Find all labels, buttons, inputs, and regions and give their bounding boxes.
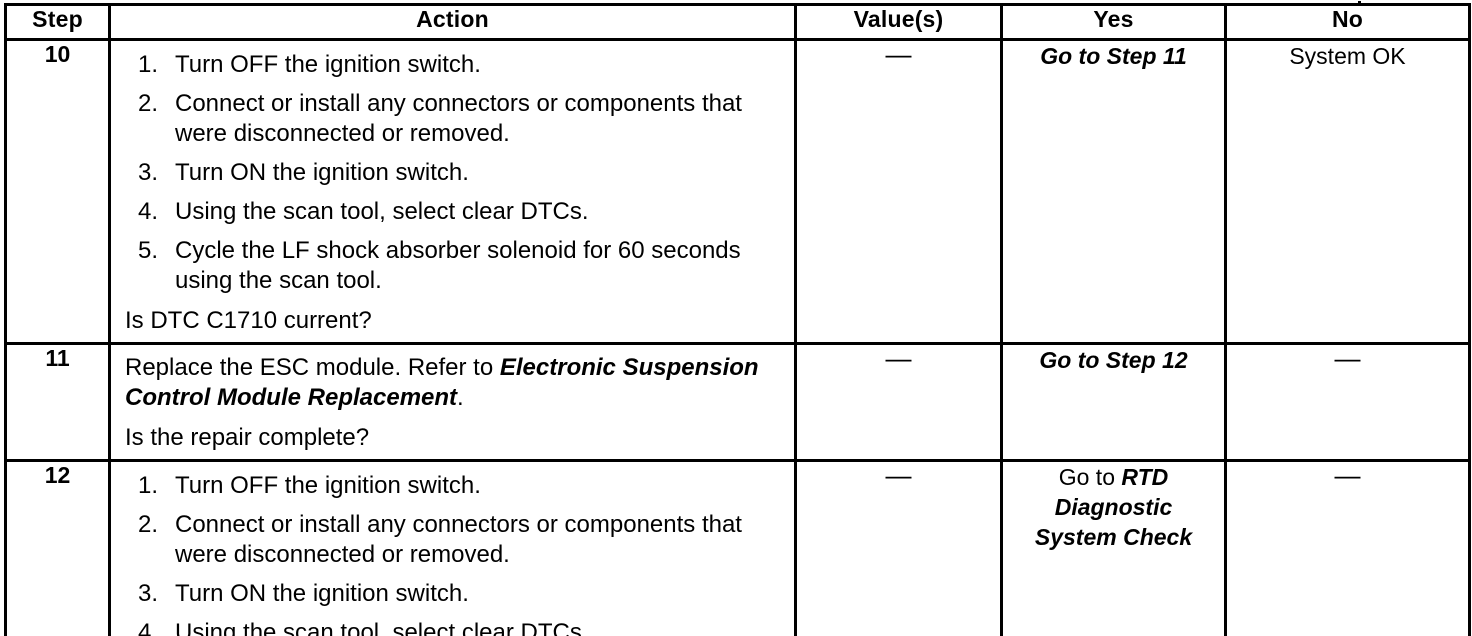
list-item-text: Cycle the LF shock absorber solenoid for…	[175, 237, 741, 294]
action-question: Is the repair complete?	[125, 424, 370, 451]
list-item: 3. Turn ON the ignition switch.	[125, 579, 784, 609]
list-item: 5. Cycle the LF shock absorber solenoid …	[125, 236, 784, 296]
yes-reference-part-1: RTD	[1121, 464, 1169, 490]
list-item-text: Turn OFF the ignition switch.	[175, 472, 481, 499]
action-step-list: 1. Turn OFF the ignition switch. 2. Conn…	[125, 471, 784, 636]
yes-reference-part-2: Diagnostic	[1054, 494, 1173, 520]
yes-line-1: Go to RTD	[1003, 462, 1224, 492]
yes-goto-reference: Go to RTD Diagnostic System Check	[1003, 462, 1224, 552]
value-cell: —	[794, 342, 1003, 462]
no-cell: —	[1224, 459, 1471, 636]
list-item-text: Turn ON the ignition switch.	[175, 159, 469, 186]
no-dash: —	[1334, 343, 1361, 373]
action-cell: Replace the ESC module. Refer to Electro…	[108, 342, 797, 462]
action-question: Is DTC C1710 current?	[125, 307, 372, 334]
list-item: 3. Turn ON the ignition switch.	[125, 158, 784, 188]
value-dash: —	[885, 343, 912, 373]
step-number-cell: 11	[4, 342, 111, 462]
list-item-text: Connect or install any connectors or com…	[175, 90, 742, 147]
header-row: Step Action Value(s) Yes No	[4, 1, 1471, 41]
yes-goto-reference: Go to Step 11	[1040, 43, 1187, 69]
scan-speck-artifact	[1358, 1, 1362, 4]
no-result-text: System OK	[1289, 43, 1406, 69]
yes-cell: Go to Step 12	[1000, 342, 1227, 462]
list-item: 2. Connect or install any connectors or …	[125, 89, 784, 149]
action-paragraph-plain-lead: Replace the ESC module. Refer to	[125, 354, 500, 381]
no-dash: —	[1334, 460, 1361, 490]
action-step-list: 1. Turn OFF the ignition switch. 2. Conn…	[125, 50, 784, 296]
header-no-label: No	[1331, 6, 1364, 32]
header-value: Value(s)	[794, 3, 1003, 41]
header-no: No	[1224, 1, 1471, 41]
diagnostic-procedure-table: Step Action Value(s) Yes No 10	[4, 1, 1471, 636]
list-item-number: 2.	[138, 511, 159, 538]
table-row: 12 1. Turn OFF the ignition switch. 2. C…	[4, 459, 1471, 636]
action-paragraph-plain-tail: .	[457, 384, 464, 411]
list-item: 4. Using the scan tool, select clear DTC…	[125, 618, 784, 636]
value-cell: —	[794, 459, 1003, 636]
value-cell: —	[794, 38, 1003, 345]
list-item-number: 3.	[138, 580, 159, 607]
value-dash: —	[885, 39, 912, 69]
action-paragraph: Replace the ESC module. Refer to Electro…	[125, 353, 784, 413]
step-number-cell: 12	[4, 459, 111, 636]
list-item-number: 4.	[138, 198, 159, 225]
action-cell: 1. Turn OFF the ignition switch. 2. Conn…	[108, 459, 797, 636]
no-cell: —	[1224, 342, 1471, 462]
yes-cell: Go to Step 11	[1000, 38, 1227, 345]
list-item-text: Using the scan tool, select clear DTCs.	[175, 198, 589, 225]
table-row: 10 1. Turn OFF the ignition switch. 2. C…	[4, 38, 1471, 345]
yes-goto-reference: Go to Step 12	[1039, 347, 1188, 373]
step-number-cell: 10	[4, 38, 111, 345]
no-cell: System OK	[1224, 38, 1471, 345]
header-yes: Yes	[1000, 3, 1227, 41]
list-item-number: 5.	[138, 237, 159, 264]
list-item-number: 3.	[138, 159, 159, 186]
header-action: Action	[108, 3, 797, 41]
header-step: Step	[4, 3, 111, 41]
list-item-number: 4.	[138, 619, 159, 636]
list-item: 2. Connect or install any connectors or …	[125, 510, 784, 570]
list-item-number: 1.	[138, 472, 159, 499]
yes-goto-plain: Go to	[1058, 464, 1122, 490]
value-dash: —	[885, 460, 912, 490]
list-item: 1. Turn OFF the ignition switch.	[125, 471, 784, 501]
yes-reference-part-3: System Check	[1034, 524, 1193, 550]
yes-cell: Go to RTD Diagnostic System Check	[1000, 459, 1227, 636]
list-item-text: Using the scan tool, select clear DTCs.	[175, 619, 589, 636]
list-item-text: Turn ON the ignition switch.	[175, 580, 469, 607]
action-cell: 1. Turn OFF the ignition switch. 2. Conn…	[108, 38, 797, 345]
list-item-text: Turn OFF the ignition switch.	[175, 51, 481, 78]
table-body: 10 1. Turn OFF the ignition switch. 2. C…	[4, 38, 1471, 636]
list-item: 1. Turn OFF the ignition switch.	[125, 50, 784, 80]
list-item-number: 2.	[138, 90, 159, 117]
list-item: 4. Using the scan tool, select clear DTC…	[125, 197, 784, 227]
table-row: 11 Replace the ESC module. Refer to Elec…	[4, 342, 1471, 462]
action-paragraph-reference: Electronic Suspension Control Module Rep…	[125, 354, 759, 411]
list-item-text: Connect or install any connectors or com…	[175, 511, 742, 568]
list-item-number: 1.	[138, 51, 159, 78]
table-header: Step Action Value(s) Yes No	[4, 1, 1471, 41]
